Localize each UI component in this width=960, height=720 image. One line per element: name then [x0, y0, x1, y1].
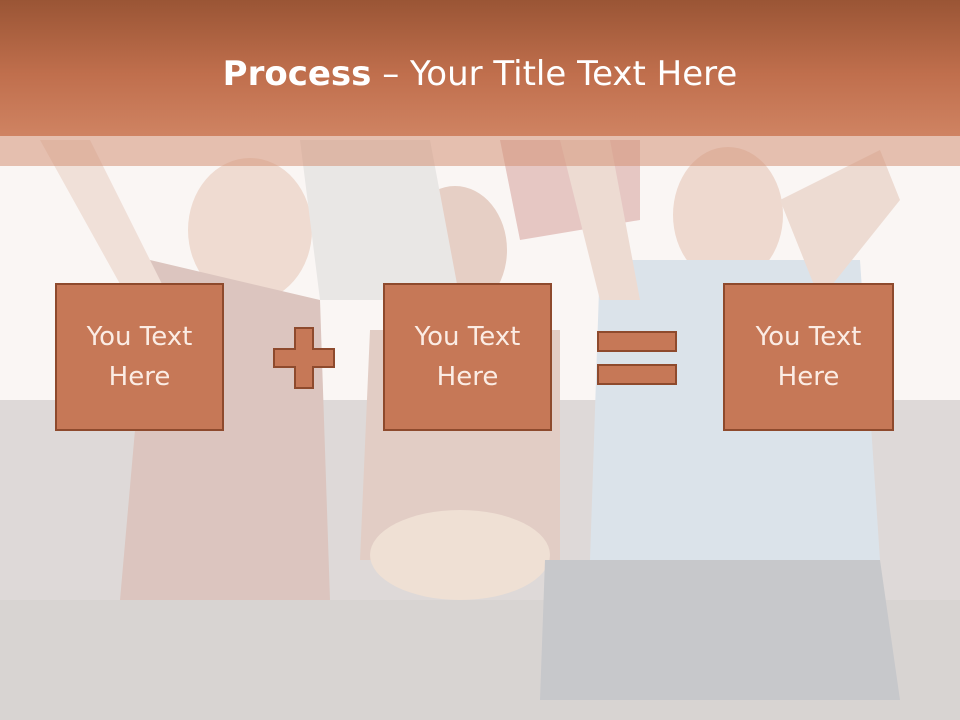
title-accent-strip	[0, 136, 960, 166]
title-separator: –	[371, 54, 411, 94]
plus-icon	[273, 327, 335, 389]
text-box-1-label: You Text Here	[86, 322, 193, 392]
equals-icon	[597, 331, 677, 385]
slide-title: Process – Your Title Text Here	[0, 52, 960, 96]
text-box-1[interactable]: You Text Here	[55, 283, 224, 431]
text-box-3[interactable]: You Text Here	[723, 283, 894, 431]
text-box-2[interactable]: You Text Here	[383, 283, 552, 431]
text-box-2-label: You Text Here	[414, 322, 521, 392]
title-bar	[0, 0, 960, 136]
text-box-3-label: You Text Here	[755, 322, 862, 392]
title-text: Your Title Text Here	[410, 54, 738, 94]
title-bold: Process	[222, 54, 372, 94]
